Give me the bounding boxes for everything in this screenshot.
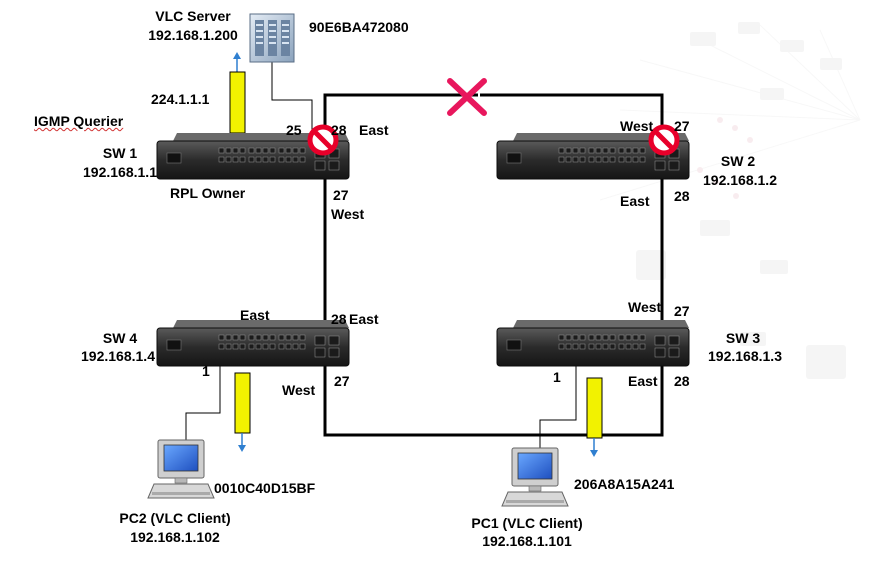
sw1-name: SW 1	[102, 145, 138, 161]
multicast-flows	[229, 52, 603, 457]
pc1-ip: 192.168.1.101	[482, 533, 572, 549]
pc1-computer-icon	[501, 447, 569, 507]
sw4-east-port-label: East	[349, 311, 379, 327]
sw4-east-label: East	[240, 307, 270, 323]
sw3-name: SW 3	[725, 330, 761, 346]
sw4-ip: 192.168.1.4	[81, 348, 155, 364]
sw1-role: RPL Owner	[170, 185, 246, 201]
sw4-port-west: 27	[334, 373, 350, 389]
sw1-port-west: 27	[333, 187, 349, 203]
multicast-group: 224.1.1.1	[151, 91, 210, 107]
pc2-computer-icon	[147, 439, 215, 499]
vlc-server-icon	[249, 13, 295, 63]
sw2-port-east: 28	[674, 188, 690, 204]
sw1-west-label: West	[331, 206, 365, 222]
ring-links	[323, 93, 664, 437]
sw3-ip: 192.168.1.3	[708, 348, 782, 364]
sw4-west-label: West	[282, 382, 316, 398]
stream-bar-pc2	[234, 372, 251, 452]
pc2-name: PC2 (VLC Client)	[119, 510, 231, 526]
sw2-west-label: West	[620, 118, 654, 134]
sw2-name: SW 2	[720, 153, 756, 169]
pc2-mac: 0010C40D15BF	[214, 480, 316, 496]
background-decoration	[599, 22, 861, 379]
sw2-east-label: East	[620, 193, 650, 209]
sw2-port-west: 27	[674, 118, 690, 134]
vlc-server-name: VLC Server	[155, 8, 231, 24]
sw1-east-label: East	[359, 122, 389, 138]
sw3-switch-icon	[496, 319, 690, 367]
pc2-ip: 192.168.1.102	[130, 529, 220, 545]
sw1-ip: 192.168.1.1	[83, 164, 157, 180]
sw3-port-west: 27	[674, 303, 690, 319]
sw1-port-east: 28	[331, 122, 347, 138]
sw2-ip: 192.168.1.2	[703, 172, 777, 188]
sw4-port-east: 28	[331, 311, 347, 327]
sw3-port-east: 28	[674, 373, 690, 389]
pc1-name: PC1 (VLC Client)	[471, 515, 583, 531]
sw1-port-server: 25	[286, 122, 302, 138]
stream-bar-pc1	[586, 377, 603, 457]
pc1-mac: 206A8A15A241	[574, 476, 675, 492]
sw4-name: SW 4	[102, 330, 138, 346]
link-break-icon	[447, 78, 487, 116]
igmp-querier-label: IGMP Querier	[34, 113, 124, 129]
sw4-switch-icon	[156, 319, 350, 367]
sw3-east-label: East	[628, 373, 658, 389]
sw4-port-client: 1	[202, 363, 210, 379]
access-cables	[185, 60, 577, 455]
vlc-server-mac: 90E6BA472080	[309, 19, 409, 35]
vlc-server-ip: 192.168.1.200	[148, 27, 238, 43]
sw3-port-client: 1	[553, 369, 561, 385]
stream-bar-server	[229, 52, 246, 134]
sw3-west-label: West	[628, 299, 662, 315]
